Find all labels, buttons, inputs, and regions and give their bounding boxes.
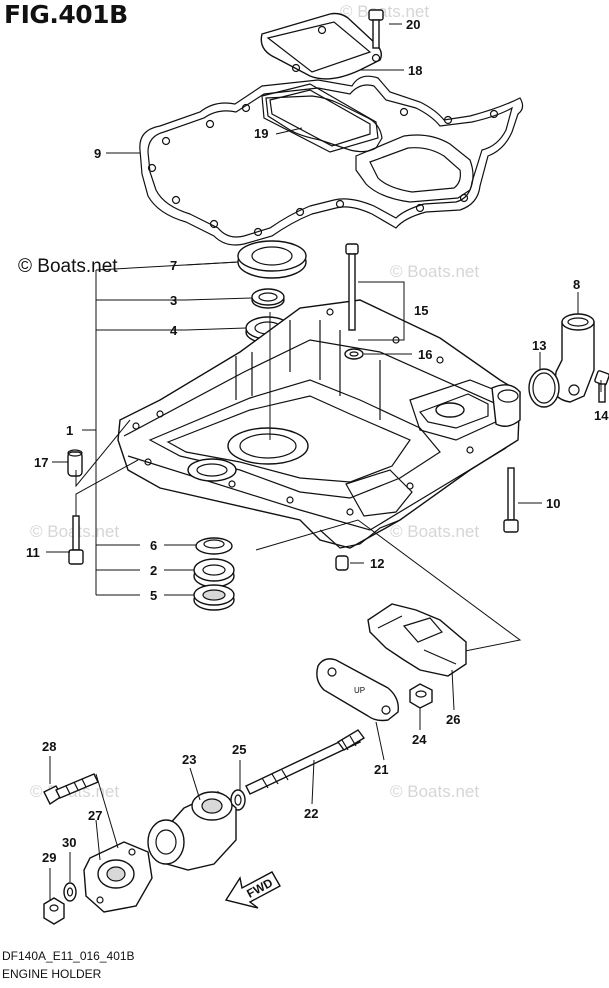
bracket-26: [367, 603, 467, 677]
callout-22: 22: [304, 806, 318, 821]
pin-17: [67, 449, 83, 477]
callout-1: 1: [66, 423, 73, 438]
bearing-7: [237, 240, 307, 279]
callout-29: 29: [42, 850, 56, 865]
callout-24: 24: [412, 732, 427, 747]
seal-5: [193, 584, 235, 611]
washer-25: [230, 789, 246, 811]
callout-17: 17: [34, 455, 48, 470]
callouts: 20 18 19 9 7 3 4 1 17 11 6 2 5 15 16 8 1…: [26, 17, 609, 865]
callout-6: 6: [150, 538, 157, 553]
engine-holder-1: [117, 299, 521, 549]
watermark: © Boats.net: [340, 2, 430, 21]
callout-23: 23: [182, 752, 196, 767]
callout-27: 27: [88, 808, 102, 823]
figure-title: FIG.401B: [4, 0, 128, 29]
fwd-arrow-icon: FWD: [224, 871, 281, 909]
bolt-20: [368, 9, 384, 49]
shaft-22: [245, 729, 366, 795]
callout-10: 10: [546, 496, 560, 511]
callout-14: 14: [594, 408, 609, 423]
o-ring-13: [528, 368, 560, 408]
cover-plate-18: [260, 12, 383, 80]
figure-name: ENGINE HOLDER: [2, 967, 102, 981]
watermark: © Boats.net: [390, 262, 480, 281]
leader-lines: [46, 23, 602, 900]
figure-code: DF140A_E11_016_401B: [2, 949, 135, 963]
bolt-11: [68, 515, 84, 565]
callout-20: 20: [406, 17, 420, 32]
watermark: © Boats.net: [390, 522, 480, 541]
callout-18: 18: [408, 63, 422, 78]
seal-3: [251, 288, 285, 309]
gasket-9: [139, 75, 524, 246]
bracket-27: [83, 841, 153, 913]
callout-3: 3: [170, 293, 177, 308]
gasket-19: [261, 83, 379, 153]
bolt-10: [503, 467, 519, 533]
callout-28: 28: [42, 739, 56, 754]
callout-11: 11: [26, 545, 40, 560]
callout-2: 2: [150, 563, 157, 578]
copyright-notice: © Boats.net: [18, 256, 118, 277]
washer-16: [344, 348, 364, 360]
callout-4: 4: [170, 323, 178, 338]
callout-15: 15: [414, 303, 428, 318]
washer-30: [63, 882, 77, 902]
bolt-14: [594, 370, 609, 403]
rubber-mount-23: [147, 791, 237, 871]
callout-21: 21: [374, 762, 388, 777]
plate-21: UP: [316, 658, 399, 722]
callout-8: 8: [573, 277, 580, 292]
water-cap-8: [553, 313, 595, 403]
nut-29: [43, 897, 65, 925]
bearing-2: [193, 558, 235, 588]
callout-12: 12: [370, 556, 384, 571]
pin-12: [335, 555, 349, 571]
callout-19: 19: [254, 126, 268, 141]
callout-5: 5: [150, 588, 157, 603]
callout-30: 30: [62, 835, 76, 850]
watermark: © Boats.net: [390, 782, 480, 801]
callout-13: 13: [532, 338, 546, 353]
callout-7: 7: [170, 258, 177, 273]
callout-26: 26: [446, 712, 460, 727]
seal-6: [195, 537, 233, 555]
up-label: UP: [354, 686, 365, 695]
callout-16: 16: [418, 347, 432, 362]
stud-15: [345, 243, 359, 331]
callout-25: 25: [232, 742, 246, 757]
bolt-28: [43, 773, 99, 806]
callout-9: 9: [94, 146, 101, 161]
nut-24: [409, 683, 433, 709]
